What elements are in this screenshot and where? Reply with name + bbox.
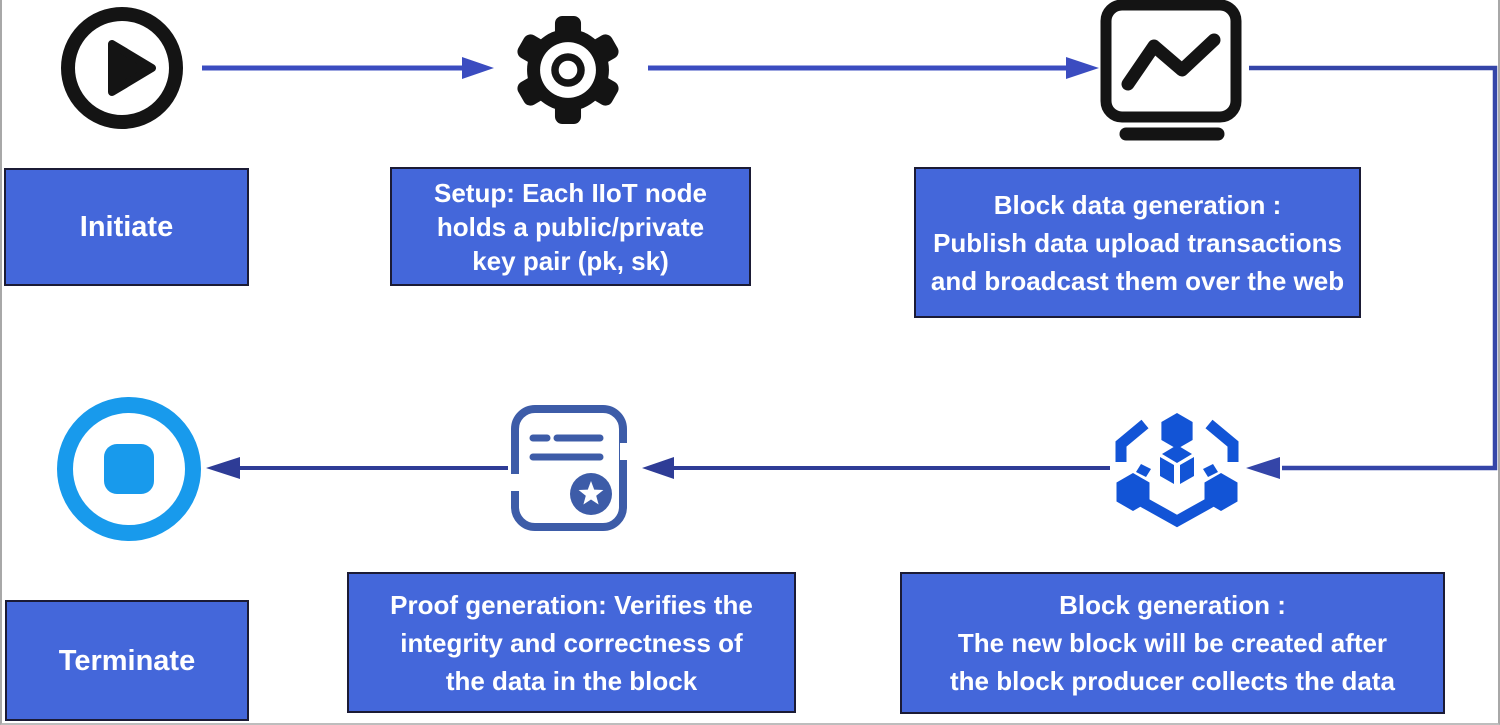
- arrow-initiate-to-setup: [202, 57, 494, 79]
- setup-line-1: Setup: Each IIoT node: [433, 177, 707, 208]
- proof-line-2: integrity and correctness of: [400, 627, 743, 658]
- blockchain-icon: [1114, 408, 1240, 530]
- block-generation-line-3: the block producer collects the data: [950, 666, 1395, 696]
- arrow-blockgeneration-to-proof: [642, 457, 1110, 479]
- block-generation-line-2: The new block will be created after: [957, 628, 1388, 658]
- initiate-label: Initiate: [79, 211, 174, 243]
- certificate-star-icon: [510, 404, 630, 534]
- arrow-setup-to-blockdata: [648, 57, 1099, 79]
- proof-line-1: Proof generation: Verifies the: [390, 589, 753, 620]
- play-icon: [60, 6, 184, 130]
- setup-box: Setup: Each IIoT node holds a public/pri…: [390, 167, 751, 286]
- block-generation-box: Block generation : The new block will be…: [900, 572, 1445, 714]
- block-data-line-2: Publish data upload transactions: [933, 227, 1342, 258]
- arrow-proof-to-terminate: [206, 457, 508, 479]
- terminate-box: Terminate: [5, 600, 249, 721]
- block-data-line-1: Block data generation :: [993, 189, 1282, 220]
- block-data-line-3: and broadcast them over the web: [930, 265, 1345, 296]
- block-generation-line-1: Block generation :: [1059, 590, 1286, 620]
- monitor-chart-icon: [1098, 0, 1244, 145]
- gear-icon: [514, 16, 622, 124]
- terminate-label: Terminate: [58, 644, 196, 677]
- setup-line-3: key pair (pk, sk): [472, 245, 669, 276]
- initiate-box: Initiate: [4, 168, 249, 286]
- block-data-generation-box: Block data generation : Publish data upl…: [914, 167, 1361, 318]
- proof-line-3: the data in the block: [445, 665, 698, 696]
- proof-generation-box: Proof generation: Verifies the integrity…: [347, 572, 796, 713]
- stop-icon: [54, 394, 204, 544]
- setup-line-2: holds a public/private: [436, 211, 705, 242]
